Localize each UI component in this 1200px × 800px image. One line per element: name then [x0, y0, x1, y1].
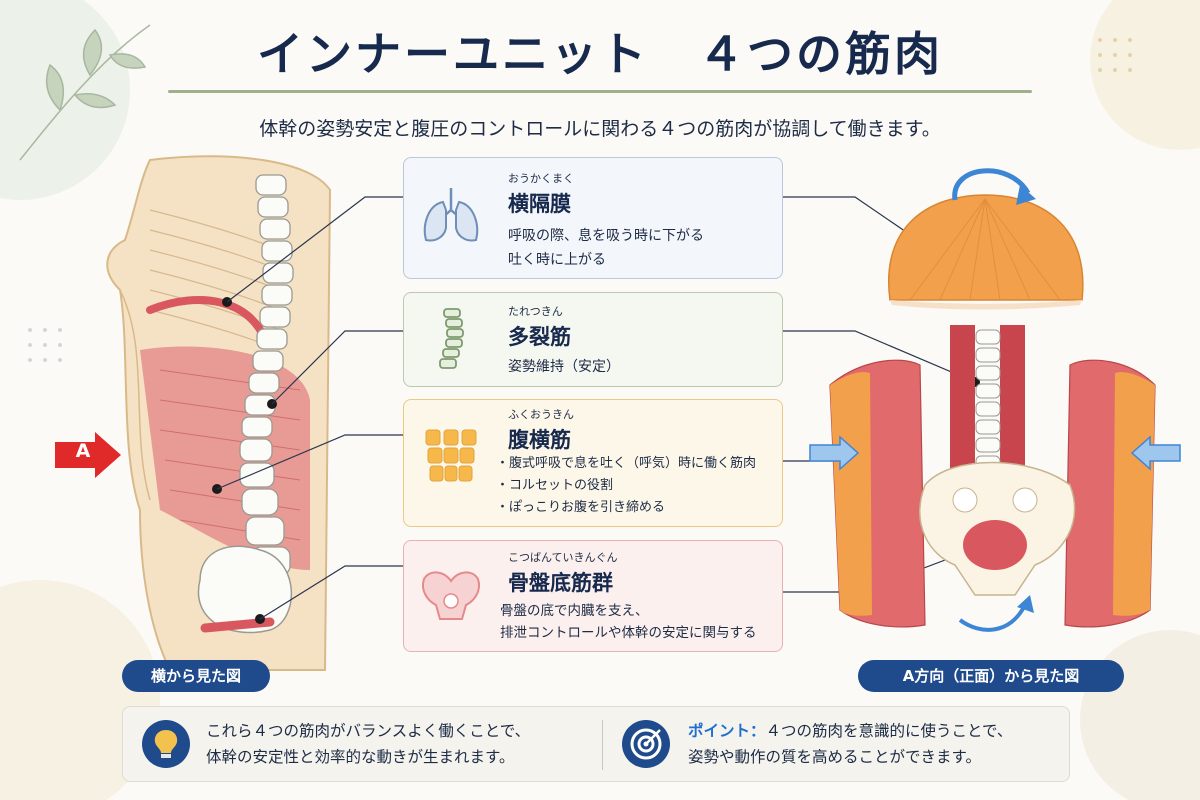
muscle-name: 横隔膜 [508, 192, 571, 216]
side-view-illustration [106, 155, 332, 671]
muscle-ruby: ふくおうきん [508, 408, 574, 421]
diaphragm-side [146, 296, 269, 344]
leaf-branch-icon [19, 24, 151, 161]
footer-point-line: 姿勢や動作の質を高めることができます。 [688, 748, 981, 766]
point-text: ４つの筋肉を意識的に使うことで、 [765, 722, 1013, 740]
front-view-illustration [809, 168, 1181, 632]
front-view-label: A方向（正面）から見た図 [858, 660, 1124, 692]
point-label: ポイント： [688, 722, 766, 740]
direction-a-arrow [55, 432, 121, 478]
footer-panel [122, 706, 1070, 782]
muscle-ruby: おうかくまく [508, 172, 574, 185]
target-icon [622, 720, 670, 768]
muscle-desc-line: ・腹式呼吸で息を吐く（呼気）時に働く筋肉 [496, 456, 757, 471]
page-subtitle: 体幹の姿勢安定と腹圧のコントロールに関わる４つの筋肉が協調して働きます。 [259, 118, 941, 140]
page-title: インナーユニット ４つの筋肉 [257, 27, 943, 81]
pelvis-side [197, 545, 292, 634]
footer-summary-line: これら４つの筋肉がバランスよく働くことで、 [206, 722, 531, 740]
muscle-name: 骨盤底筋群 [508, 571, 613, 595]
muscle-card-multifidus: たれつきん 多裂筋 姿勢維持（安定） [403, 292, 783, 387]
muscle-desc-line: ・ぽっこりお腹を引き締める [496, 500, 666, 515]
rotation-arrow-icon [952, 168, 1031, 201]
inward-arrow-right-icon [1130, 435, 1181, 471]
lightbulb-icon [142, 720, 190, 768]
pelvis-front [919, 461, 1076, 596]
muscle-ruby: こつばんていきんぐん [508, 551, 618, 564]
muscle-name: 多裂筋 [508, 325, 571, 349]
muscle-ruby: たれつきん [508, 305, 563, 318]
inward-arrow-left-icon [809, 435, 860, 471]
footer-point-line: ポイント：４つの筋肉を意識的に使うことで、 [688, 718, 1012, 744]
upward-arrow-icon [958, 604, 1027, 632]
abdominal-icon [425, 429, 477, 482]
direction-a-label: A [75, 440, 91, 462]
muscle-card-transverse-abdominis: ふくおうきん 腹横筋 ・腹式呼吸で息を吐く（呼気）時に働く筋肉 ・コルセットの役… [403, 399, 783, 527]
diaphragm-dome [888, 194, 1084, 310]
muscle-desc-line: 骨盤の底で内臓を支え、 [500, 603, 649, 619]
footer-summary-line: 体幹の安定性と効率的な動きが生まれます。 [206, 748, 515, 766]
muscle-desc-line: ・コルセットの役割 [496, 478, 614, 493]
multifidus-spine [950, 325, 1025, 475]
muscle-name: 腹横筋 [508, 428, 571, 452]
spine-icon [439, 308, 464, 369]
muscle-desc-line: 呼吸の際、息を吸う時に下がる [508, 228, 704, 244]
muscle-card-pelvic-floor: こつばんていきんぐん 骨盤底筋群 骨盤の底で内臓を支え、 排泄コントロールや体幹… [403, 540, 783, 652]
pelvis-icon [422, 571, 480, 620]
side-view-label: 横から見た図 [122, 660, 270, 692]
muscle-desc-line: 姿勢維持（安定） [508, 359, 620, 375]
transverse-abdominis-wraps [829, 359, 1156, 628]
footer-divider [602, 720, 603, 770]
lungs-icon [423, 188, 479, 242]
muscle-desc-line: 排泄コントロールや体幹の安定に関与する [500, 625, 757, 641]
muscle-card-diaphragm: おうかくまく 横隔膜 呼吸の際、息を吸う時に下がる 吐く時に上がる [403, 157, 783, 279]
muscle-desc-line: 吐く時に上がる [508, 252, 606, 268]
title-divider [168, 90, 1032, 93]
